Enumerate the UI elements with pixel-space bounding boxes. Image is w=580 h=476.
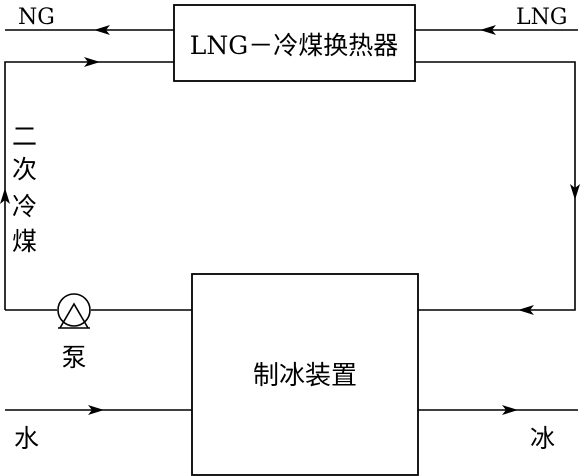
heat-exchanger-box [173,4,416,82]
ng-label: NG [18,5,55,30]
coolant-supply-line [415,61,576,311]
pump-icon [57,293,91,329]
secondary-coolant-char-4: 煤 [12,227,37,256]
secondary-coolant-label: 二 次 冷 煤 [12,122,37,256]
ice-maker-label: 制冰装置 [253,361,357,391]
secondary-coolant-char-3: 冷 [12,192,37,221]
coolant-down-arrow [570,184,580,200]
coolant-up-arrow [0,188,10,204]
water-inlet-arrow [88,405,104,415]
coolant-return-line [4,61,174,310]
ice-maker-box [191,273,419,476]
lng-label: LNG [516,5,567,30]
coolant-into-ice-maker-arrow [518,305,534,315]
pump-label: 泵 [61,343,86,372]
water-label: 水 [14,424,39,453]
secondary-coolant-char-1: 二 [12,122,37,151]
ng-outlet-arrow [94,25,110,35]
heat-exchanger-label: LNG－冷煤换热器 [190,31,398,60]
ice-label: 冰 [530,424,555,453]
ice-outlet-arrow [502,405,518,415]
secondary-coolant-char-2: 次 [12,155,37,184]
coolant-return-arrow [84,57,100,67]
lng-inlet-arrow [480,25,496,35]
